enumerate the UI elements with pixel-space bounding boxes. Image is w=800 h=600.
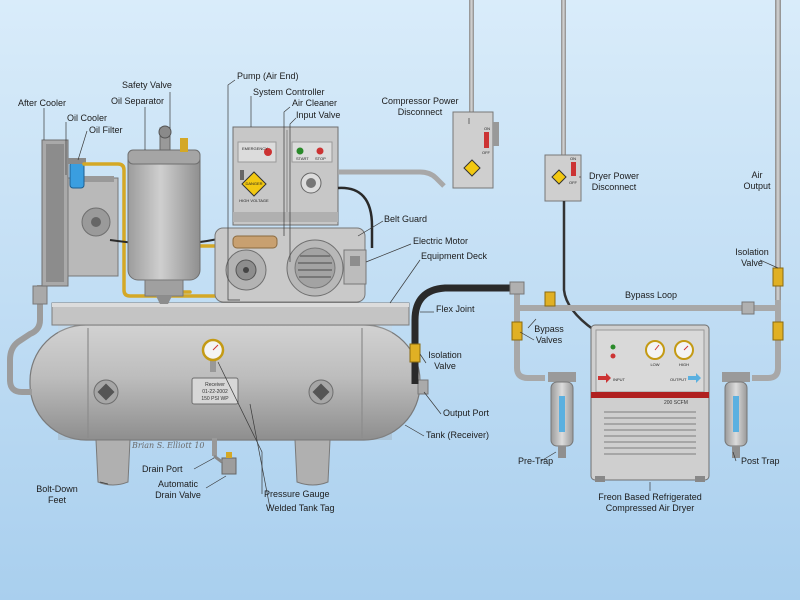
label-bolt-down-feet-line-1: Bolt-Down xyxy=(36,484,78,494)
dryer-gauge-left-label: LOW xyxy=(650,362,659,367)
bypass-valve-right-icon xyxy=(773,322,783,340)
label-welded-tank-tag: Welded Tank Tag xyxy=(266,503,335,513)
stop-button-icon xyxy=(317,148,324,155)
label-system-controller: System Controller xyxy=(253,87,325,97)
label-oil-separator: Oil Separator xyxy=(111,96,164,106)
label-tank-receiver: Tank (Receiver) xyxy=(426,430,489,440)
label-automatic-drain-valve-line-2: Drain Valve xyxy=(155,490,201,500)
label-flex-joint: Flex Joint xyxy=(436,304,475,314)
artist-signature: Brian S. Elliott 10 xyxy=(131,441,205,450)
label-oil-filter: Oil Filter xyxy=(89,125,123,135)
dryer-gauge-right-label: HIGH xyxy=(679,362,689,367)
label-post-trap: Post Trap xyxy=(741,456,780,466)
label-after-cooler: After Cooler xyxy=(18,98,66,108)
isolation-valve-left-icon xyxy=(410,344,420,362)
label-isolation-valve-right-line-1: Isolation xyxy=(735,247,769,257)
label-pre-trap: Pre-Trap xyxy=(518,456,553,466)
label-oil-cooler: Oil Cooler xyxy=(67,113,107,123)
label-pressure-gauge: Pressure Gauge xyxy=(264,489,330,499)
isolation-valve-right-icon xyxy=(773,268,783,286)
air-output-pipe xyxy=(775,0,781,300)
tank-tag-line-2: 01-22-2002 xyxy=(202,389,228,395)
pump-assembly xyxy=(215,228,366,302)
stop-label: STOP xyxy=(315,156,326,161)
label-isolation-valve-right-line-2: Valve xyxy=(741,258,763,268)
compressor-disconnect-arrow-icon xyxy=(484,132,489,148)
label-belt-guard: Belt Guard xyxy=(384,214,427,224)
tank-tag-line-1: Receiver xyxy=(205,382,225,388)
label-isolation-valve-left-line-1: Isolation xyxy=(428,350,462,360)
compressor-off-label: OFF xyxy=(482,150,491,155)
compressor-power-disconnect: ON OFF xyxy=(453,112,499,188)
label-bypass-valves-line-1: Bypass xyxy=(534,324,564,334)
dryer-input-label: INPUT xyxy=(613,377,626,382)
label-equipment-deck: Equipment Deck xyxy=(421,251,488,261)
danger-sub-label: HIGH VOLTAGE xyxy=(239,198,269,203)
start-label: START xyxy=(296,156,309,161)
dryer-rating-label: 200 SCFM xyxy=(664,400,688,406)
bypass-valve-top-icon xyxy=(545,292,555,306)
label-air-output-line-1: Air xyxy=(752,170,763,180)
refrigerated-dryer: LOW HIGH INPUT OUTPUT 200 SCFM xyxy=(591,325,709,482)
label-output-port: Output Port xyxy=(443,408,490,418)
label-isolation-valve-left-line-2: Valve xyxy=(434,361,456,371)
label-compressor-power-disconnect-line-1: Compressor Power xyxy=(381,96,458,106)
label-pump-air-end: Pump (Air End) xyxy=(237,71,299,81)
label-drain-port: Drain Port xyxy=(142,464,183,474)
label-bolt-down-feet-line-2: Feet xyxy=(48,495,67,505)
label-dryer-title-line-1: Freon Based Refrigerated xyxy=(598,492,702,502)
air-cleaner-icon xyxy=(233,236,277,248)
dryer-disconnect-arrow-icon xyxy=(571,162,576,176)
label-air-output-line-2: Output xyxy=(743,181,771,191)
label-compressor-power-disconnect-line-2: Disconnect xyxy=(398,107,443,117)
dryer-off-label: OFF xyxy=(569,180,578,185)
output-port xyxy=(418,380,428,394)
label-dryer-power-disconnect-line-2: Disconnect xyxy=(592,182,637,192)
label-dryer-power-disconnect-line-1: Dryer Power xyxy=(589,171,639,181)
label-input-valve: Input Valve xyxy=(296,110,340,120)
compressor-on-label: ON xyxy=(484,126,490,131)
label-safety-valve: Safety Valve xyxy=(122,80,172,90)
label-bypass-valves-line-2: Valves xyxy=(536,335,563,345)
label-automatic-drain-valve-line-1: Automatic xyxy=(158,479,199,489)
start-button-icon xyxy=(297,148,304,155)
dryer-on-label: ON xyxy=(570,156,576,161)
tank-tag-line-3: 150 PSI WP xyxy=(201,396,229,402)
drain-port xyxy=(212,438,217,456)
system-controller: EMERGENCY DANGER HIGH VOLTAGE START STOP xyxy=(233,127,338,225)
label-dryer-title-line-2: Compressed Air Dryer xyxy=(606,503,695,513)
label-bypass-loop: Bypass Loop xyxy=(625,290,677,300)
oil-filter-icon xyxy=(70,162,84,188)
danger-label: DANGER xyxy=(245,181,262,186)
label-electric-motor: Electric Motor xyxy=(413,236,468,246)
label-air-cleaner: Air Cleaner xyxy=(292,98,337,108)
automatic-drain-valve-icon xyxy=(222,458,236,474)
bypass-valve-left-icon xyxy=(512,322,522,340)
dryer-power-disconnect: ON OFF xyxy=(545,155,581,201)
controller-emergency-label: EMERGENCY xyxy=(242,146,268,151)
dryer-output-label: OUTPUT xyxy=(670,377,687,382)
